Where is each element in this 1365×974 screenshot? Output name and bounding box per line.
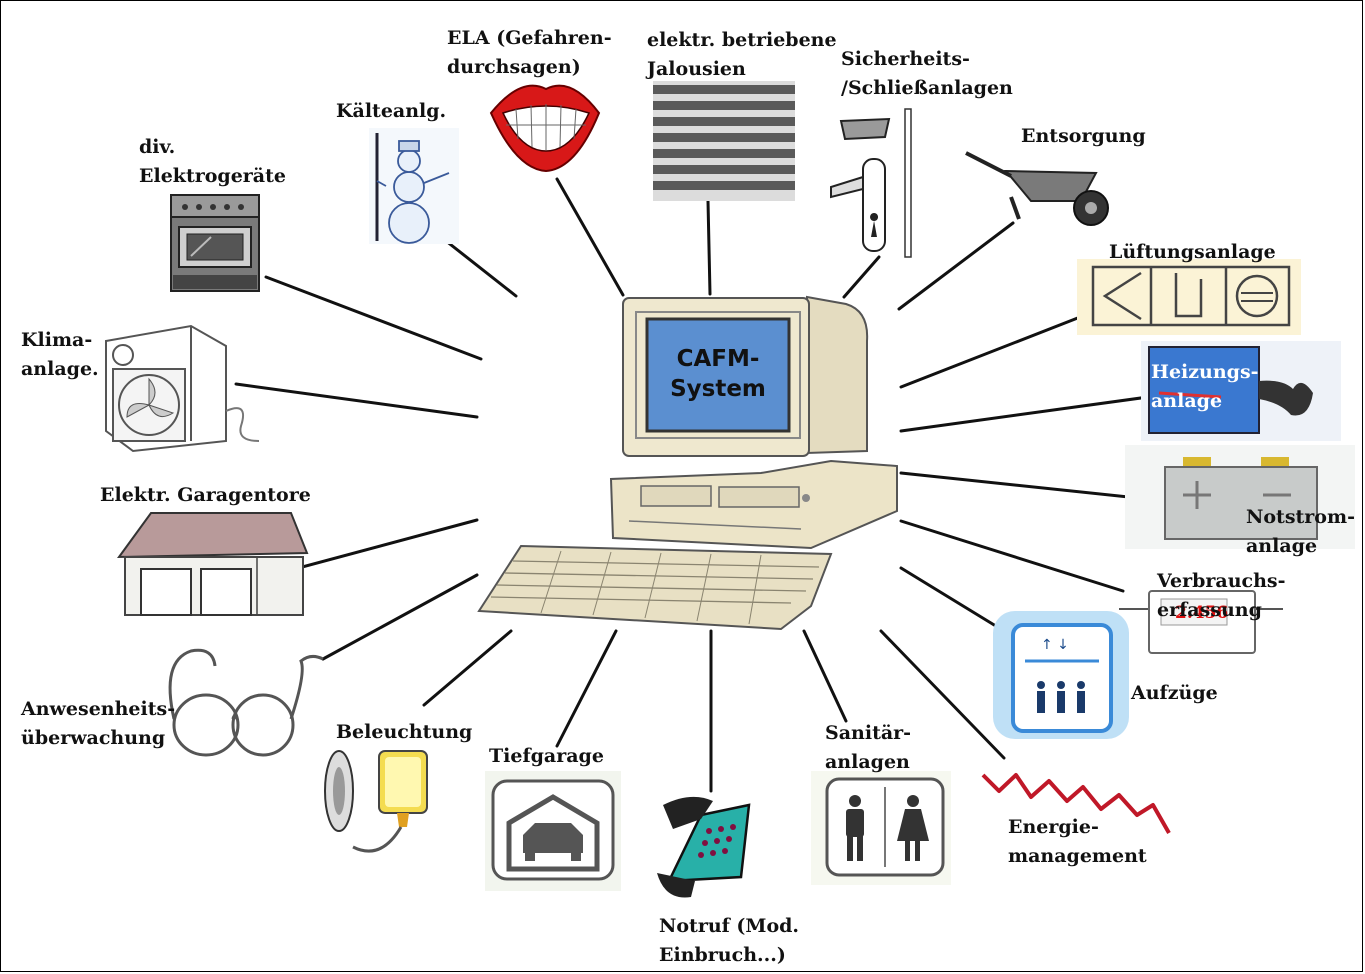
label-verbrauch: Verbrauchs- erfassung bbox=[1157, 570, 1286, 621]
connector-jalousien bbox=[706, 199, 712, 296]
connector-anwesenheit bbox=[321, 573, 479, 661]
glasses-icon bbox=[168, 648, 324, 757]
connector-sanitaer bbox=[802, 629, 848, 723]
stove-icon bbox=[170, 194, 260, 292]
connectors bbox=[234, 177, 1150, 793]
elevator-icon: ↑ ↓ bbox=[993, 611, 1129, 739]
lamp-icon bbox=[324, 750, 428, 853]
connector-elektrogeraete bbox=[264, 275, 483, 361]
label-klima: Klima- anlage. bbox=[21, 329, 99, 380]
blinds-icon bbox=[653, 81, 795, 201]
meter-reading: 2.456 bbox=[1175, 603, 1229, 623]
computer-icon bbox=[477, 295, 898, 631]
connector-ela bbox=[555, 177, 625, 297]
label-heizung: Heizungs- anlage bbox=[1151, 361, 1259, 412]
wheelbarrow-icon bbox=[965, 151, 1109, 226]
label-sicherheit: Sicherheits- /Schließanlagen bbox=[841, 48, 1013, 99]
label-sanitaer: Sanitär- anlagen bbox=[825, 722, 912, 773]
connector-notstrom bbox=[899, 471, 1150, 501]
svg-text:↑ ↓: ↑ ↓ bbox=[1041, 637, 1069, 653]
label-elektrogeraete: div. Elektrogeräte bbox=[139, 136, 286, 187]
connector-kaelteanlage bbox=[439, 235, 518, 298]
center-label: CAFM- System bbox=[670, 346, 766, 402]
label-jalousien: elektr. betriebene Jalousien bbox=[647, 29, 837, 80]
garage-car-icon bbox=[485, 771, 621, 891]
label-kaelteanlage: Kälteanlg. bbox=[336, 100, 447, 122]
connector-klima bbox=[234, 382, 479, 419]
ventilation-symbol-icon bbox=[1077, 259, 1301, 335]
garage-building-icon bbox=[117, 512, 309, 616]
connector-energie bbox=[879, 629, 1006, 760]
label-garagentore: Elektr. Garagentore bbox=[100, 484, 311, 506]
connector-heizung bbox=[899, 395, 1150, 433]
door-handle-icon bbox=[830, 108, 912, 258]
label-ela: ELA (Gefahren- durchsagen) bbox=[447, 27, 612, 78]
snowman-icon bbox=[369, 128, 459, 244]
restroom-icon bbox=[811, 771, 951, 885]
meter-icon bbox=[1119, 590, 1283, 654]
connector-tiefgarage bbox=[555, 629, 618, 748]
heater-icon bbox=[1141, 341, 1341, 441]
mouth-icon bbox=[489, 84, 601, 173]
telephone-icon bbox=[657, 796, 751, 898]
connector-aufzuege bbox=[899, 566, 1006, 633]
label-tiefgarage: Tiefgarage bbox=[489, 745, 604, 767]
connector-beleuchtung bbox=[422, 629, 513, 707]
label-energie: Energie- management bbox=[1008, 816, 1147, 867]
label-beleuchtung: Beleuchtung bbox=[336, 721, 473, 743]
label-lueftung: Lüftungsanlage bbox=[1109, 241, 1276, 263]
label-aufzuege: Aufzüge bbox=[1131, 682, 1218, 704]
zigzag-chart-icon bbox=[981, 773, 1171, 834]
connector-sicherheit bbox=[842, 255, 881, 299]
connector-entsorgung bbox=[897, 221, 1015, 311]
connector-verbrauch bbox=[899, 519, 1125, 593]
fan-unit-icon bbox=[105, 324, 260, 453]
connector-lueftung bbox=[899, 310, 1095, 389]
label-entsorgung: Entsorgung bbox=[1021, 125, 1146, 147]
label-anwesenheit: Anwesenheits- überwachung bbox=[21, 698, 176, 749]
label-notstrom: Notstrom- anlage bbox=[1246, 506, 1355, 557]
battery-icon bbox=[1125, 445, 1355, 549]
label-notruf: Notruf (Mod. Einbruch...) bbox=[659, 915, 800, 966]
